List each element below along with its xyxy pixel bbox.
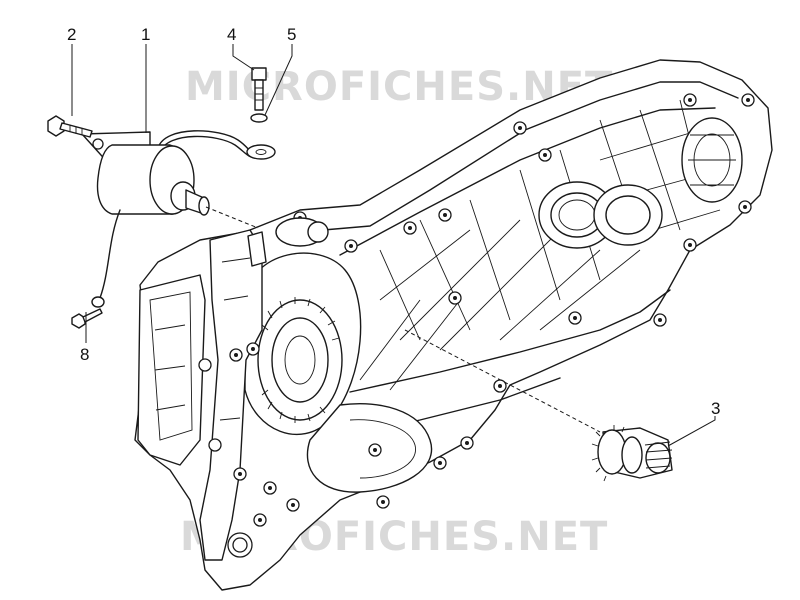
callout-2: 2 — [67, 25, 76, 44]
alignment-lines — [205, 206, 601, 433]
starter-drive-gear — [591, 425, 673, 482]
callout-1: 1 — [141, 25, 150, 44]
callout-4: 4 — [227, 25, 236, 44]
callout-8: 8 — [80, 345, 89, 364]
ground-screw — [71, 308, 103, 329]
starter-bolt — [47, 115, 93, 138]
washer — [246, 113, 276, 160]
starter-motor — [81, 130, 259, 308]
crankcase — [134, 59, 773, 591]
callout-3: 3 — [711, 399, 720, 418]
ground-bolt — [251, 67, 267, 111]
callout-lines — [71, 44, 716, 447]
callout-5: 5 — [287, 25, 296, 44]
